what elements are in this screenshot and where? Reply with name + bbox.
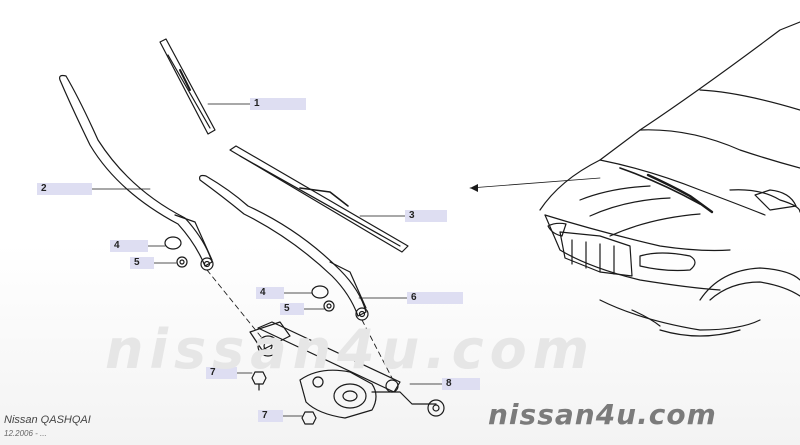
callout-4b: 4 <box>256 287 284 299</box>
wiper-blade-lower <box>229 145 409 253</box>
wiper-linkage-motor <box>249 321 445 419</box>
leader-lines <box>91 103 601 417</box>
assembly-lines <box>206 269 393 379</box>
bolts <box>251 371 317 425</box>
date-range: 12.2006 - ... <box>4 429 47 438</box>
callout-6: 6 <box>407 292 463 304</box>
callout-4: 4 <box>110 240 148 252</box>
caps-and-nuts <box>164 236 335 312</box>
callout-3: 3 <box>405 210 447 222</box>
callout-8: 8 <box>442 378 480 390</box>
callout-5: 5 <box>130 257 154 269</box>
callout-7b: 7 <box>258 410 283 422</box>
callout-7: 7 <box>206 367 237 379</box>
callout-5b: 5 <box>280 303 304 315</box>
watermark-small: nissan4u.com <box>488 398 717 431</box>
model-name: Nissan QASHQAI <box>4 414 91 426</box>
watermark-large: nissan4u.com <box>105 318 596 381</box>
vehicle-front <box>539 21 800 337</box>
wiper-blade-upper <box>159 38 216 135</box>
callout-2: 2 <box>37 183 92 195</box>
callout-1: 1 <box>250 98 306 110</box>
